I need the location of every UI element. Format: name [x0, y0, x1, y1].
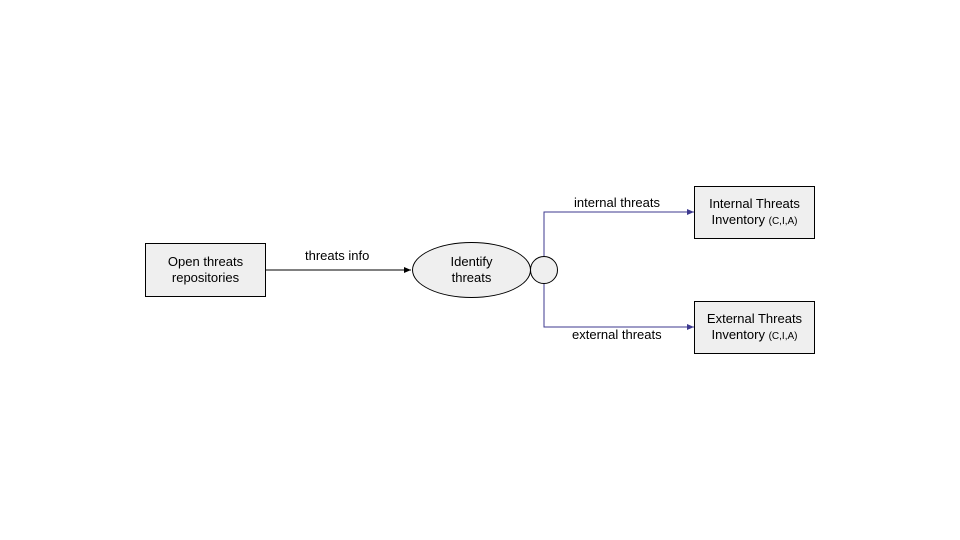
- internal-node-line1: Internal Threats: [709, 195, 800, 211]
- external-node-suffix: (C,I,A): [768, 330, 798, 342]
- edge-label-external-threats: external threats: [572, 327, 662, 342]
- internal-node-line2: Inventory: [711, 211, 765, 227]
- external-threats-inventory-node: External Threats Inventory (C,I,A): [694, 301, 815, 354]
- source-node-open-threats-repositories: Open threats repositories: [145, 243, 266, 297]
- edge-label-threats-info: threats info: [305, 248, 370, 263]
- internal-threats-inventory-node: Internal Threats Inventory (C,I,A): [694, 186, 815, 239]
- process-node-line1: Identify: [450, 254, 493, 269]
- source-node-line2: repositories: [171, 270, 240, 285]
- process-node-identify-threats: Identify threats: [412, 242, 531, 298]
- branch-connector: [530, 256, 558, 284]
- process-node-line2: threats: [451, 270, 492, 285]
- external-node-line1: External Threats: [706, 310, 803, 326]
- edge-label-internal-threats: internal threats: [574, 195, 660, 210]
- internal-node-suffix: (C,I,A): [768, 215, 798, 227]
- edge-external-threats: [543, 284, 694, 330]
- edge-internal-threats: [543, 209, 694, 256]
- external-node-line2: Inventory: [711, 326, 765, 342]
- source-node-line1: Open threats: [167, 254, 244, 269]
